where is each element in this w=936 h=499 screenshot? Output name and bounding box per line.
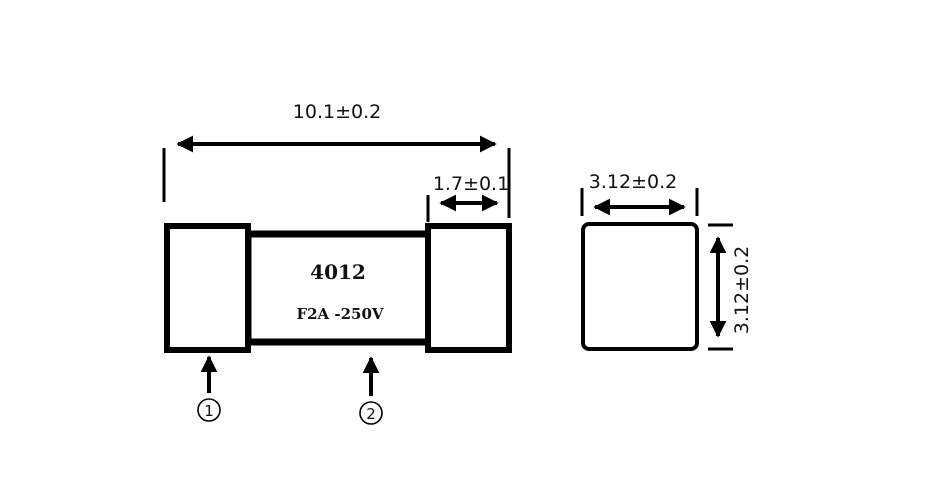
callout-number-1: 1 — [204, 402, 214, 420]
side-view: 10.1±0.2 1.7±0.1 4012 F2A -250V 1 2 — [162, 101, 512, 425]
fuse-rating: F2A -250V — [296, 305, 383, 323]
end-face — [581, 222, 699, 351]
cap-length-label: 1.7±0.1 — [433, 173, 509, 195]
end-cap-right — [425, 223, 512, 353]
callout-circle-2 — [359, 401, 383, 425]
callout-circle-1 — [197, 398, 221, 422]
height-label: 3.12±0.2 — [731, 246, 753, 334]
width-label: 3.12±0.2 — [589, 171, 677, 193]
end-view: 3.12±0.2 3.12±0.2 — [580, 171, 753, 351]
end-cap-left — [164, 223, 251, 353]
part-number: 4012 — [310, 260, 366, 284]
fuse-body-tube — [244, 230, 433, 346]
overall-length-label: 10.1±0.2 — [293, 101, 381, 123]
callout-number-2: 2 — [366, 405, 376, 423]
